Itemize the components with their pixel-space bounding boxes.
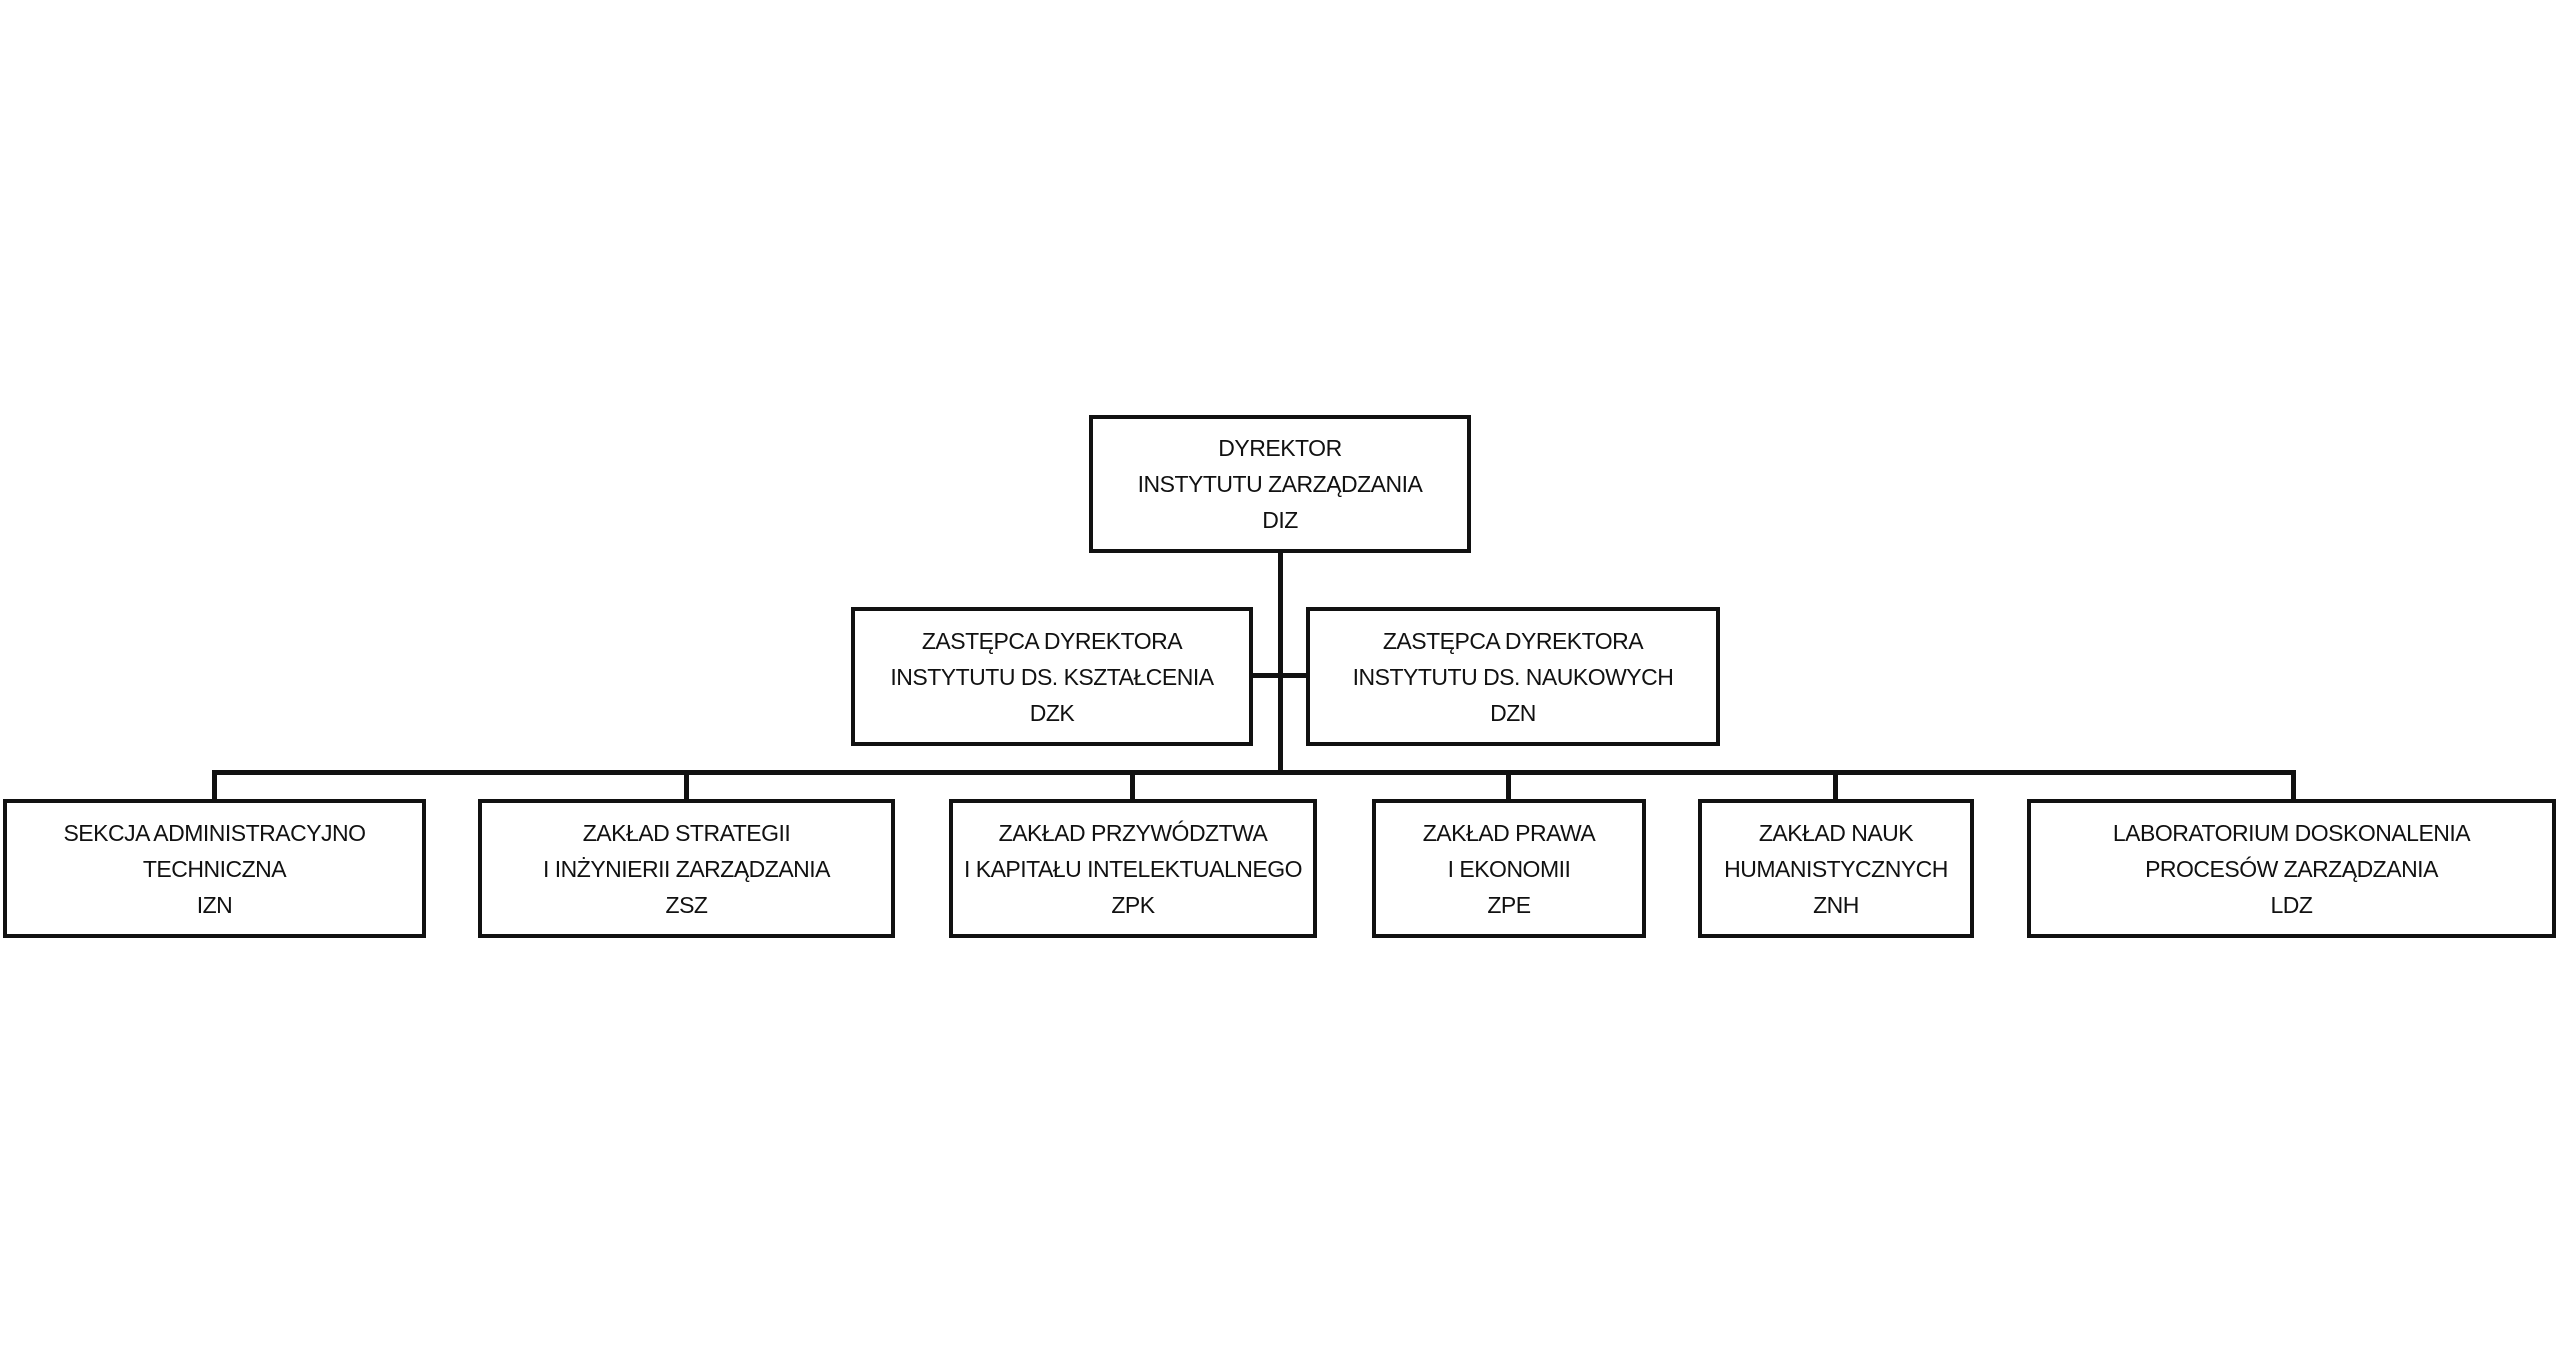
unit-name-line: LABORATORIUM DOSKONALENIA	[2112, 819, 2471, 846]
unit-box-zpe: ZAKŁAD PRAWA I EKONOMII ZPE	[1372, 799, 1646, 938]
unit-drop-connector	[2291, 770, 2296, 801]
unit-box-izn: SEKCJA ADMINISTRACYJNO TECHNICZNA IZN	[3, 799, 426, 938]
unit-drop-connector	[1833, 770, 1838, 801]
director-title: DYREKTOR	[1218, 435, 1342, 461]
unit-name-line: TECHNICZNA	[142, 855, 287, 882]
unit-box-znh: ZAKŁAD NAUK HUMANISTYCZNYCH ZNH	[1698, 799, 1974, 938]
unit-drop-connector	[684, 770, 689, 801]
unit-code: LDZ	[2270, 891, 2313, 918]
deputy-code: DZN	[1490, 699, 1536, 726]
director-box: DYREKTOR INSTYTUTU ZARZĄDZANIA DIZ	[1089, 415, 1471, 553]
units-bus-connector	[212, 770, 2296, 775]
director-code: DIZ	[1262, 507, 1298, 533]
unit-code: ZNH	[1813, 891, 1859, 918]
unit-name-line: SEKCJA ADMINISTRACYJNO	[63, 819, 366, 846]
unit-name-line: HUMANISTYCZNYCH	[1724, 855, 1948, 882]
deputy-research-box: ZASTĘPCA DYREKTORA INSTYTUTU DS. NAUKOWY…	[1306, 607, 1720, 746]
unit-drop-connector	[212, 770, 217, 801]
unit-code: ZSZ	[665, 891, 708, 918]
unit-drop-connector	[1130, 770, 1135, 801]
director-institute: INSTYTUTU ZARZĄDZANIA	[1137, 471, 1423, 497]
deputy-scope: INSTYTUTU DS. NAUKOWYCH	[1352, 663, 1674, 690]
unit-name-line: I EKONOMII	[1447, 855, 1571, 882]
unit-name-line: PROCESÓW ZARZĄDZANIA	[2145, 855, 2438, 882]
deputy-title: ZASTĘPCA DYREKTORA	[921, 627, 1183, 654]
deputy-education-box: ZASTĘPCA DYREKTORA INSTYTUTU DS. KSZTAŁC…	[851, 607, 1253, 746]
unit-name-line: ZAKŁAD PRZYWÓDZTWA	[998, 819, 1268, 846]
trunk-connector	[1278, 552, 1283, 775]
unit-name-line: ZAKŁAD NAUK	[1758, 819, 1914, 846]
deputy-code: DZK	[1029, 699, 1075, 726]
unit-name-line: I KAPITAŁU INTELEKTUALNEGO	[963, 855, 1303, 882]
unit-name-line: I INŻYNIERII ZARZĄDZANIA	[542, 855, 831, 882]
unit-box-zsz: ZAKŁAD STRATEGII I INŻYNIERII ZARZĄDZANI…	[478, 799, 895, 938]
unit-code: IZN	[196, 891, 233, 918]
deputies-connector	[1252, 673, 1308, 678]
unit-drop-connector	[1506, 770, 1511, 801]
unit-box-zpk: ZAKŁAD PRZYWÓDZTWA I KAPITAŁU INTELEKTUA…	[949, 799, 1317, 938]
deputy-scope: INSTYTUTU DS. KSZTAŁCENIA	[890, 663, 1214, 690]
unit-code: ZPK	[1111, 891, 1155, 918]
deputy-title: ZASTĘPCA DYREKTORA	[1382, 627, 1644, 654]
unit-code: ZPE	[1487, 891, 1531, 918]
unit-name-line: ZAKŁAD STRATEGII	[582, 819, 791, 846]
unit-box-ldz: LABORATORIUM DOSKONALENIA PROCESÓW ZARZĄ…	[2027, 799, 2556, 938]
unit-name-line: ZAKŁAD PRAWA	[1422, 819, 1596, 846]
